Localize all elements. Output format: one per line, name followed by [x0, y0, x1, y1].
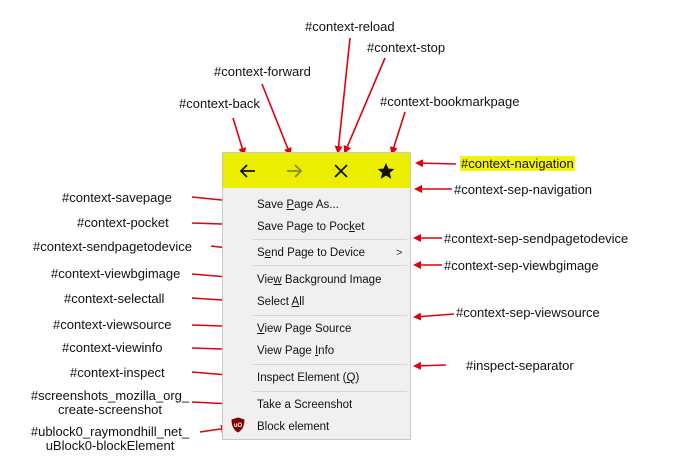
text: nfo — [318, 345, 335, 357]
bookmark-page-button[interactable] — [374, 159, 398, 183]
text: ) — [355, 372, 360, 384]
text: ll — [299, 296, 305, 308]
context-navigation — [223, 153, 410, 188]
arrow-navigation — [415, 159, 457, 168]
menu-select-all[interactable]: Select All — [257, 296, 304, 308]
menu-block-element[interactable]: Block element — [257, 421, 330, 433]
accesskey: A — [291, 296, 300, 308]
label-context-viewsource: #context-viewsource — [53, 317, 172, 332]
menu-view-page-source[interactable]: View Page Source — [257, 323, 351, 335]
menu-view-background-image[interactable]: View Background Image — [257, 274, 381, 286]
forward-button[interactable] — [282, 159, 306, 183]
accesskey: k — [349, 221, 355, 233]
arrow-left-icon — [239, 164, 255, 178]
label-ublock-line2: uBlock0-blockElement — [45, 438, 175, 453]
menu-save-page[interactable]: Save Page As... — [257, 199, 339, 211]
label-context-sendpagetodevice: #context-sendpagetodevice — [33, 239, 193, 254]
label-context-bookmarkpage: #context-bookmarkpage — [380, 94, 520, 109]
submenu-arrow-icon: > — [396, 247, 403, 259]
label-context-sep-viewbgimage: #context-sep-viewbgimage — [444, 258, 599, 273]
text: S — [257, 247, 265, 259]
star-icon — [377, 163, 395, 179]
back-button[interactable] — [236, 159, 260, 183]
label-context-pocket: #context-pocket — [77, 215, 169, 230]
x-close-icon — [334, 164, 348, 178]
separator — [253, 391, 407, 392]
text: View Page — [257, 345, 315, 357]
separator — [253, 364, 407, 365]
text: Inspect Element ( — [257, 372, 347, 384]
label-context-savepage: #context-savepage — [62, 190, 172, 205]
label-context-viewbgimage: #context-viewbgimage — [51, 266, 181, 281]
menu-view-page-info[interactable]: View Page Info — [257, 345, 334, 357]
label-context-forward: #context-forward — [214, 64, 311, 79]
menu-save-to-pocket[interactable]: Save Page to Pocket — [257, 221, 364, 233]
menu-inspect-element[interactable]: Inspect Element (Q) — [257, 372, 359, 384]
label-context-sep-viewsource: #context-sep-viewsource — [456, 305, 600, 320]
accesskey: w — [273, 274, 282, 286]
label-context-viewinfo: #context-viewinfo — [62, 340, 163, 355]
context-menu: Save Page As... Save Page to Pocket Send… — [222, 152, 411, 440]
text: et — [354, 221, 365, 233]
arrow-forward — [261, 83, 292, 156]
text: Background Image — [281, 274, 382, 286]
label-inspect-separator: #inspect-separator — [466, 358, 574, 373]
label-context-sep-sendpagetodevice: #context-sep-sendpagetodevice — [444, 231, 629, 246]
accesskey: V — [257, 323, 265, 335]
accesskey: Q — [346, 372, 356, 384]
text: nd Page to Device — [271, 247, 366, 259]
svg-text:uO: uO — [234, 423, 243, 429]
arrow-stop — [343, 57, 386, 154]
separator — [253, 315, 407, 316]
ublock-shield-icon: uO — [231, 417, 245, 433]
arrow-bookmarkpage — [390, 111, 406, 155]
text: Select — [257, 296, 292, 308]
accesskey: e — [264, 247, 272, 259]
accesskey: P — [286, 199, 295, 211]
arrow-sep-viewsource — [413, 312, 455, 321]
label-context-sep-navigation: #context-sep-navigation — [454, 182, 593, 197]
arrow-reload — [334, 37, 351, 154]
text: age As... — [294, 199, 339, 211]
label-context-navigation: #context-navigation — [460, 156, 575, 171]
label-context-reload: #context-reload — [305, 19, 395, 34]
separator — [253, 265, 407, 266]
menu-send-page-to-device[interactable]: Send Page to Device — [257, 247, 365, 259]
text: Vie — [257, 274, 274, 286]
label-context-stop: #context-stop — [367, 40, 446, 55]
label-context-selectall: #context-selectall — [64, 291, 165, 306]
arrow-inspect-separator — [413, 361, 447, 370]
arrow-right-icon — [287, 164, 303, 178]
text: iew Page Source — [264, 323, 352, 335]
label-screenshots-line1: #screenshots_mozilla_org_ — [30, 388, 190, 403]
label-screenshots-mozilla: #screenshots_mozilla_org_ create-screens… — [22, 389, 198, 417]
arrow-back — [232, 117, 247, 156]
accesskey: I — [314, 345, 319, 357]
stop-button[interactable] — [329, 159, 353, 183]
menu-take-screenshot[interactable]: Take a Screenshot — [257, 399, 353, 411]
label-context-back: #context-back — [179, 96, 260, 111]
text: Save Page to Poc — [257, 221, 350, 233]
separator — [253, 239, 407, 240]
label-screenshots-line2: create-screenshot — [57, 402, 163, 417]
label-context-inspect: #context-inspect — [70, 365, 165, 380]
label-ublock: #ublock0_raymondhill_net_ uBlock0-blockE… — [22, 425, 198, 453]
text: Save — [257, 199, 287, 211]
label-ublock-line1: #ublock0_raymondhill_net_ — [30, 424, 190, 439]
